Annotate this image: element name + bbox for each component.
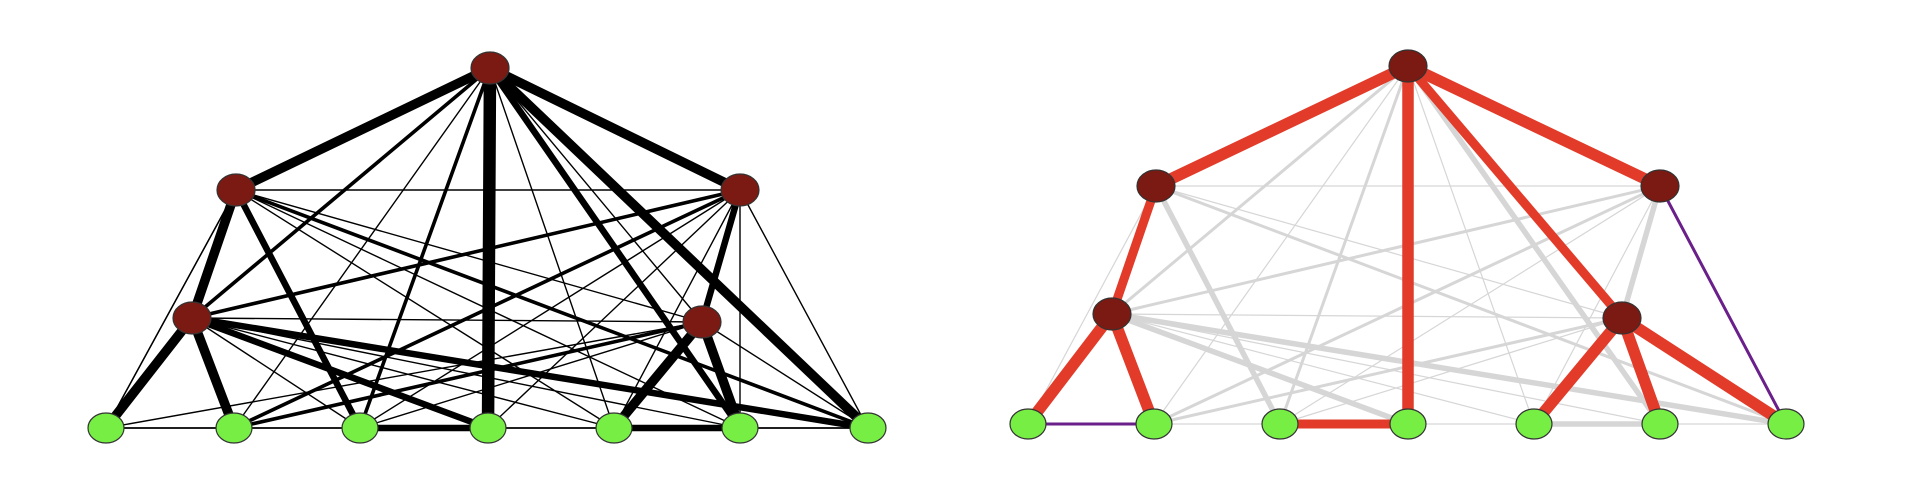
edge-full-ur-ml [190,188,742,320]
nodes [87,51,887,444]
edge-full-mr-b7 [701,321,869,429]
edge-full-t-ul [231,63,495,195]
edge-full-ml-b2 [187,313,239,433]
edge-faded-t-b5 [1407,65,1535,425]
edge-faded-ml-b6 [1111,313,1661,425]
edge-full-ml-mr [191,317,703,323]
edge-faded-ml-b7 [1109,311,1789,427]
edge-full-t-b2 [233,67,491,429]
edge-full-ml-b7 [188,314,872,432]
edge-faded-ur-b3 [1279,185,1661,425]
terminal-node-b2 [215,412,253,444]
edges [1022,60,1792,430]
steiner-node-t [470,51,510,85]
edge-full-ul-ml [187,185,241,323]
edge-tree-t-ul [1150,60,1414,192]
edge-full-mr-b2 [232,320,704,430]
edge-tree-mr-b6 [1616,312,1666,430]
edge-faded-ul-b3 [1153,183,1283,427]
edge-faded-ur-ml [1110,184,1662,316]
edge-full-t-ur [485,63,745,195]
edge-full-mr-b1 [105,321,703,429]
edge-faded-t-b3 [1278,64,1410,426]
steiner-tree-panel [1009,49,1805,440]
edge-full-ml-b1 [101,313,197,433]
terminal-node-b6 [721,412,759,444]
complete-graph-panel [87,51,887,444]
terminal-node-b7 [849,412,887,444]
edge-full-ur-mr [698,186,744,326]
edge-tree-ul-ml [1107,181,1161,319]
edge-full-ul-b7 [234,188,870,430]
edge-faded-ur-mr [1619,183,1663,321]
terminal-node-b2 [1135,408,1173,440]
edge-full-ur-b3 [359,189,741,429]
edge-full-t-ml [190,66,492,320]
steiner-node-ur [1640,169,1680,203]
steiner-node-ul [1136,169,1176,203]
edge-tree-ml-b2 [1106,308,1160,430]
edge-extra-ur-b7 [1658,184,1788,426]
edge-faded-mr-b2 [1152,316,1624,426]
terminal-node-b3 [1261,408,1299,440]
terminal-node-b1 [1009,408,1047,440]
edge-tree-t-mr [1403,61,1627,323]
edge-full-ur-b7 [739,189,869,429]
edge-faded-ml-b4 [1109,311,1411,427]
nodes [1009,49,1805,440]
steiner-node-mr [682,305,722,339]
edge-full-b1-ul [105,189,237,429]
edge-faded-ul-b1 [1027,185,1157,425]
steiner-node-ml [1092,297,1132,331]
edge-full-ul-b5 [235,189,615,429]
steiner-node-ur [720,173,760,207]
edge-faded-mr-b3 [1279,317,1623,425]
edge-tree-t-ur [1402,60,1666,192]
edge-faded-ml-b5 [1111,313,1535,425]
edge-full-ml-b5 [191,317,615,429]
edge-faded-ul-mr [1155,185,1623,319]
terminal-node-b1 [87,412,125,444]
terminal-node-b6 [1641,408,1679,440]
edge-full-t-b5 [489,67,615,429]
edge-faded-ml-mr [1111,313,1623,319]
edge-full-ur-b4 [487,189,741,429]
terminal-node-b5 [1515,408,1553,440]
terminal-node-b4 [1389,408,1427,440]
terminal-node-b7 [1767,408,1805,440]
edge-faded-t-ml [1110,64,1410,316]
steiner-node-ml [172,301,212,335]
steiner-node-mr [1602,301,1642,335]
edge-full-mr-b5 [609,317,707,433]
terminal-node-b5 [595,412,633,444]
edge-full-t-mr [489,67,703,323]
edge-full-mr-b3 [359,321,703,429]
edge-tree-mr-b7 [1616,312,1792,430]
steiner-node-t [1388,49,1428,83]
terminal-node-b3 [341,412,379,444]
terminal-node-b4 [469,412,507,444]
edge-faded-t-b2 [1153,65,1409,425]
edge-tree-mr-b5 [1528,312,1628,430]
edge-full-ml-b6 [191,317,741,429]
edge-full-ul-b3 [232,186,364,432]
steiner-node-ul [216,173,256,207]
edges [101,61,873,435]
edge-full-ur-b2 [232,188,742,430]
edge-full-ml-b4 [188,314,492,432]
edge-full-mr-b6 [697,317,745,433]
edge-full-ml-b3 [191,317,361,429]
edge-tree-ml-b1 [1022,308,1118,430]
